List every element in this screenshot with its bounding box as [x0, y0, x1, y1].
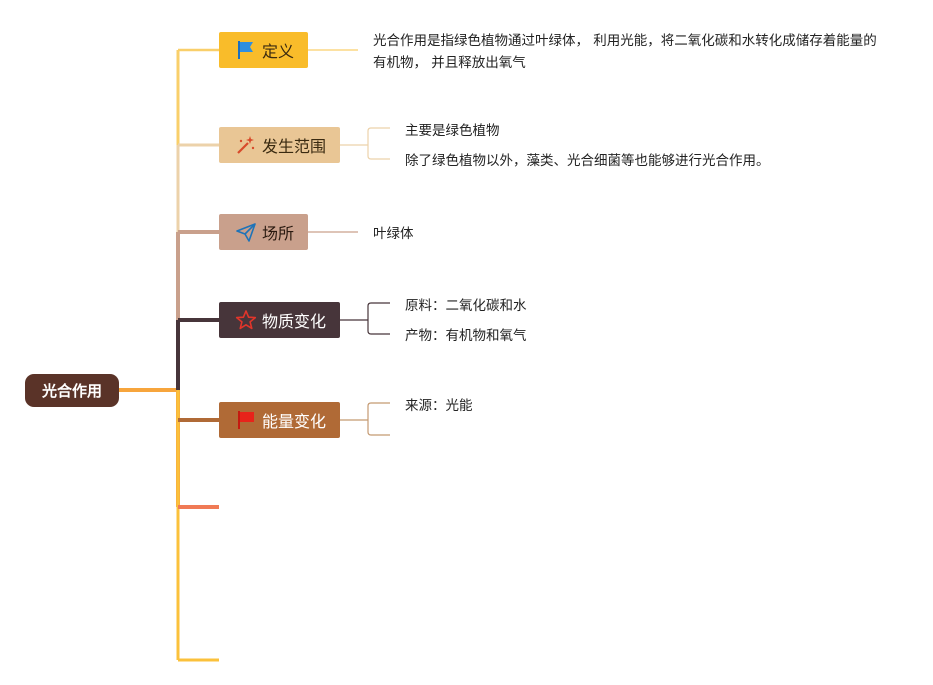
star-outline-icon [235, 309, 257, 331]
leaf-line-energy [340, 402, 390, 436]
root-node[interactable]: 光合作用 [25, 374, 119, 407]
leaf-line-substance [340, 302, 390, 335]
node-place-label: 场所 [262, 224, 295, 243]
node-scope-label: 发生范围 [262, 137, 327, 156]
root-label: 光合作用 [41, 382, 102, 400]
node-substance[interactable]: 物质变化 [219, 302, 340, 338]
node-energy[interactable]: 能量变化 [219, 402, 340, 438]
scope-text-2: 除了绿色植物以外，藻类、光合细菌等也能够进行光合作用。 [405, 153, 770, 169]
node-definition[interactable]: 定义 [219, 32, 308, 68]
red-flag-icon [235, 409, 257, 431]
node-substance-label: 物质变化 [262, 312, 327, 331]
leaf-line-scope [340, 127, 390, 160]
node-energy-label: 能量变化 [262, 412, 327, 431]
energy-text-1: 来源：光能 [405, 398, 473, 414]
node-place[interactable]: 场所 [219, 214, 308, 250]
node-definition-label: 定义 [262, 42, 295, 61]
paper-plane-icon [235, 221, 257, 243]
definition-text: 光合作用是指绿色植物通过叶绿体， 利用光能，将二氧化碳和水转化成储存着能量的有机… [373, 33, 877, 71]
node-scope[interactable]: 发生范围 [219, 127, 340, 163]
substance-text-2: 产物：有机物和氧气 [405, 328, 527, 344]
blue-flag-icon [235, 39, 257, 61]
place-text: 叶绿体 [373, 226, 414, 242]
magic-wand-icon [235, 134, 257, 156]
scope-text-1: 主要是绿色植物 [405, 123, 500, 139]
substance-text-1: 原料：二氧化碳和水 [405, 298, 527, 314]
